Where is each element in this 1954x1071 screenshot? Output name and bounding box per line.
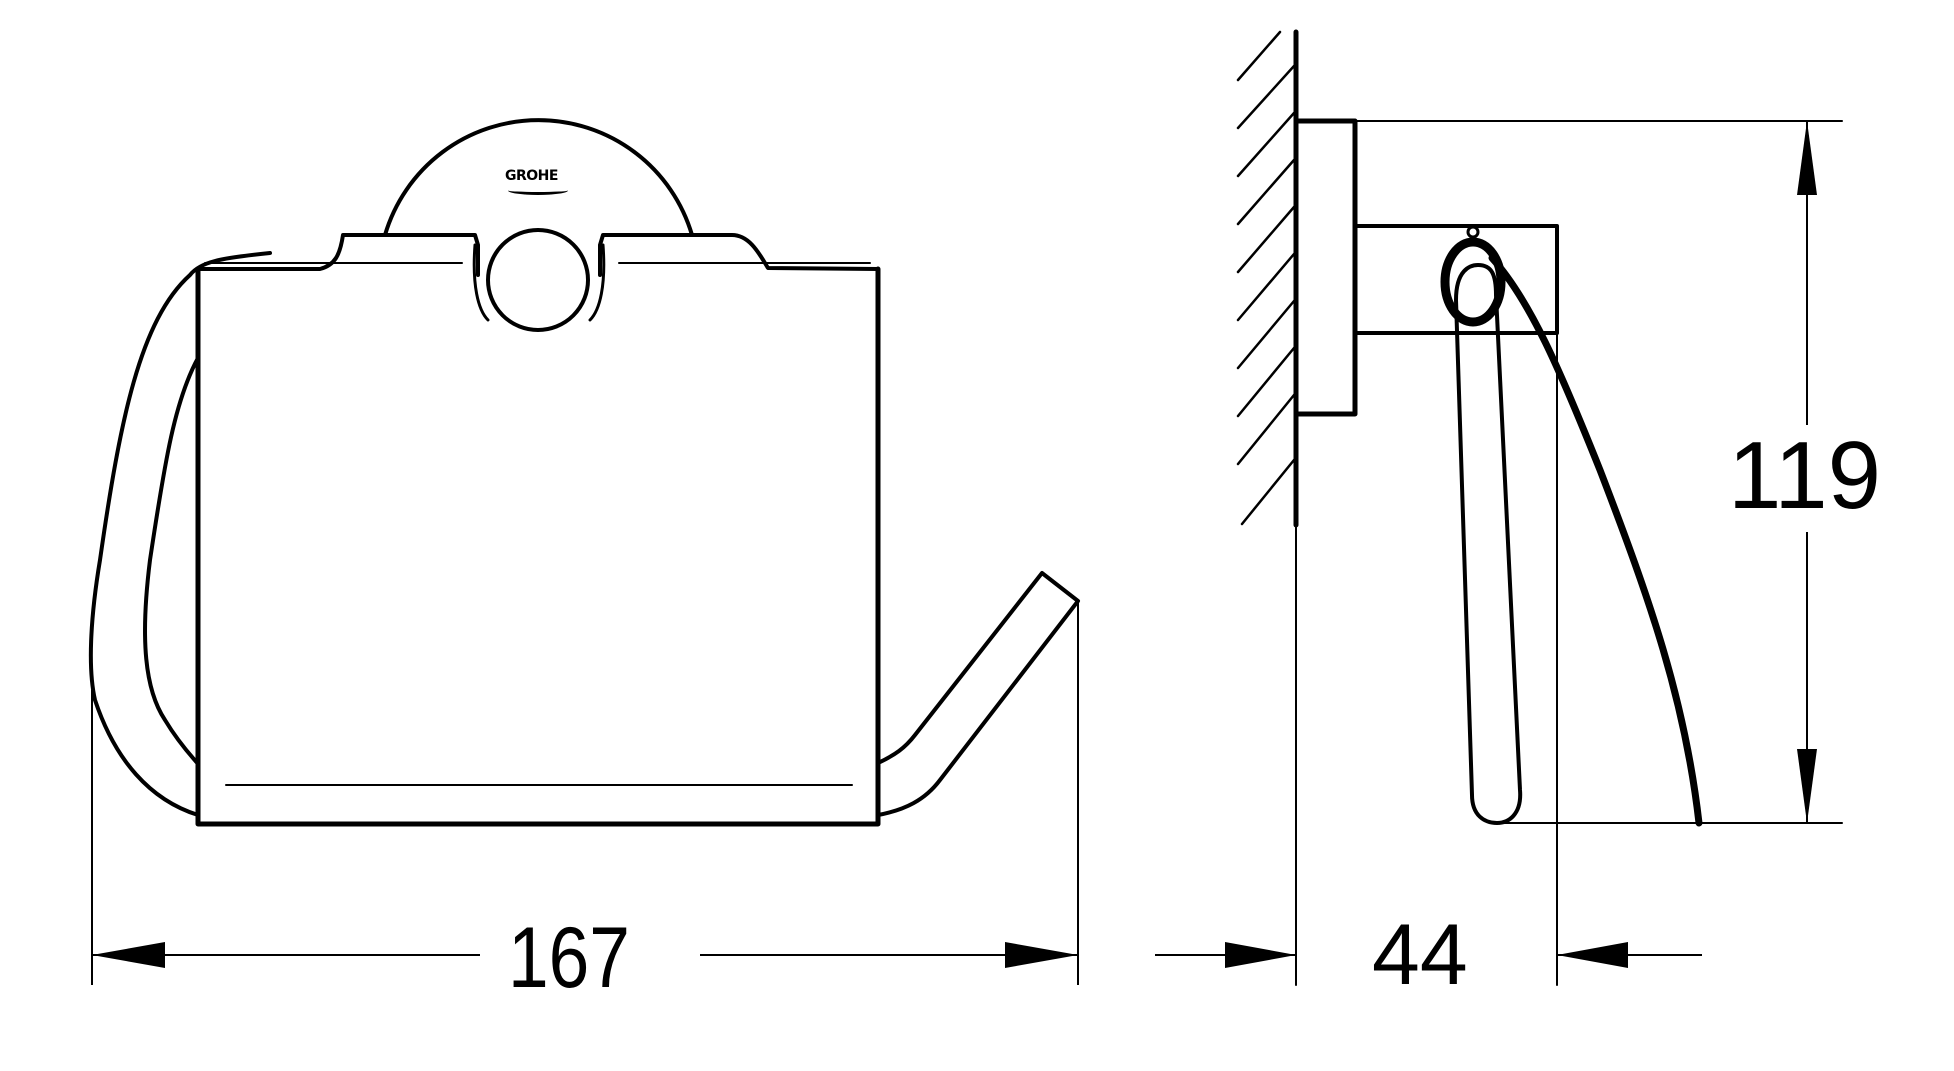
spindle [876,571,1080,817]
backplate [1293,118,1358,417]
cover-top-edge [196,233,880,277]
cover-body [195,266,881,827]
arm-outer [88,251,272,817]
lever-cap [486,228,590,332]
front-view [88,118,1080,827]
cover-curve [1488,254,1703,827]
logo-wave-icon [508,186,568,195]
width-dimension-label: 167 [508,910,630,1006]
wall-rosette [383,118,694,237]
pivot-collar [1440,237,1506,327]
side-view [1236,29,1843,986]
arm-inner [143,356,200,766]
height-dimension [1797,121,1817,823]
wall-hatching [1236,30,1296,526]
width-dimension [91,601,1079,985]
hanging-bar [1454,263,1523,825]
brand-logo: GROHE [505,168,558,184]
depth-dimension [1155,942,1702,968]
height-dimension-label: 119 [1728,422,1882,529]
depth-dimension-label: 44 [1372,907,1468,1003]
